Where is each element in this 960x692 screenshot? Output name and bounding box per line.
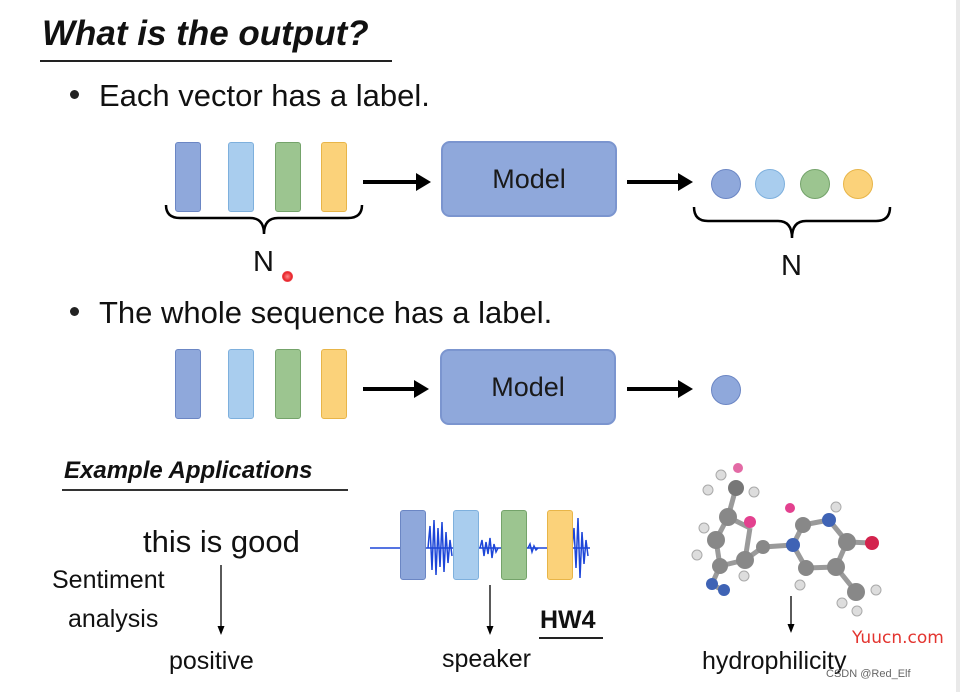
model-box: Model	[441, 141, 617, 217]
arrow-to-output	[627, 173, 693, 191]
title-underline	[40, 60, 392, 62]
sentiment-task-line1: Sentiment	[52, 566, 165, 594]
sequence-output-label	[711, 375, 741, 405]
audio-vector-4	[547, 510, 573, 580]
homework-label: HW4	[540, 606, 596, 634]
arrow-to-output-2	[627, 380, 693, 398]
homework-underline	[539, 637, 603, 639]
watermark-credit: CSDN @Red_Elf	[826, 668, 911, 680]
input-vector-3	[275, 349, 301, 419]
input-vector-3	[275, 142, 301, 212]
down-arrow-speaker	[486, 585, 494, 635]
input-count-label: N	[253, 246, 274, 278]
model-label: Model	[492, 163, 566, 194]
output-label-4	[843, 169, 873, 199]
output-label-2	[755, 169, 785, 199]
input-vector-2	[228, 349, 254, 419]
sentiment-output: positive	[169, 647, 254, 675]
molecule-output: hydrophilicity	[702, 647, 847, 675]
model-box-2: Model	[440, 349, 616, 425]
sentiment-task-line2: analysis	[68, 605, 159, 633]
bullet-whole-sequence: The whole sequence has a label.	[70, 295, 552, 331]
laser-pointer	[282, 271, 293, 282]
model-label: Model	[491, 371, 565, 402]
audio-vector-2	[453, 510, 479, 580]
molecule-atoms	[691, 463, 882, 617]
example-applications-heading: Example Applications	[64, 457, 313, 484]
down-arrow-sentiment	[217, 565, 225, 635]
input-vector-1	[175, 142, 201, 212]
audio-vector-1	[400, 510, 426, 580]
audio-vector-3	[501, 510, 527, 580]
input-vector-1	[175, 349, 201, 419]
bullet-dot	[70, 90, 79, 100]
down-arrow-molecule	[787, 596, 795, 633]
bullet-each-vector: Each vector has a label.	[70, 78, 430, 114]
output-label-1	[711, 169, 741, 199]
slide-edge	[956, 0, 960, 692]
input-vector-4	[321, 349, 347, 419]
watermark-site: Yuucn.com	[852, 628, 944, 648]
arrow-to-model-2	[363, 380, 429, 398]
slide-title: What is the output?	[42, 14, 369, 53]
output-label-3	[800, 169, 830, 199]
bullet-text: Each vector has a label.	[99, 78, 430, 113]
sentiment-input-text: this is good	[143, 524, 300, 559]
bullet-text: The whole sequence has a label.	[99, 295, 553, 330]
arrow-to-model	[363, 173, 431, 191]
output-brace	[692, 206, 892, 239]
example-heading-underline	[62, 489, 348, 491]
output-count-label: N	[781, 250, 802, 282]
input-brace	[164, 204, 364, 235]
speaker-output: speaker	[442, 645, 531, 673]
input-vector-2	[228, 142, 254, 212]
input-vector-4	[321, 142, 347, 212]
bullet-dot	[70, 307, 79, 317]
